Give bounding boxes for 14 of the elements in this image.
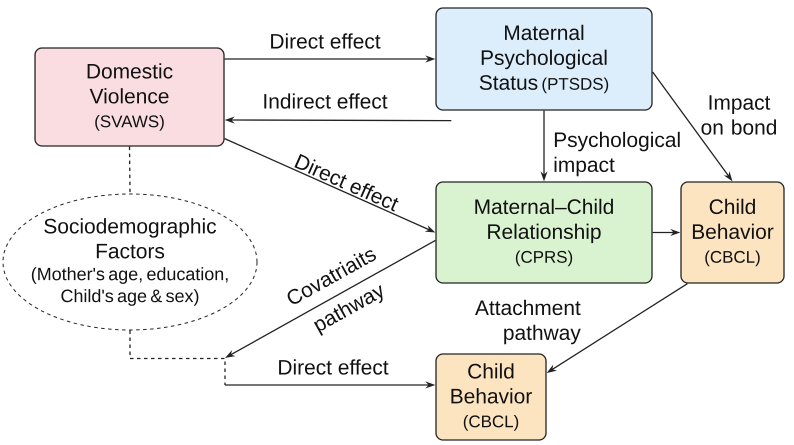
edge-label: Direct effect [271,33,380,49]
variable-box: Maternal–Child Relationship (CPRS) [435,181,653,284]
dashed-line [129,330,226,385]
edge-label: Direct effect [279,359,388,375]
variable-box: Maternal Psychological Status (PTSDS) [435,7,653,111]
dashed-line [128,146,131,194]
variable-box: Child Behavior (CBCL) [680,181,785,284]
edge-label: Psychological impact [554,132,680,176]
edge-label: Impact on bond [701,95,776,135]
edge-label: Indirect effect [264,93,388,109]
variable-box: Child Behavior (CBCL) [435,353,547,441]
edge-label: Attachment pathway [475,300,581,344]
variable-box: Domestic Violence (SVAWS) [34,47,225,147]
edge-label: Direct effect [294,154,399,212]
